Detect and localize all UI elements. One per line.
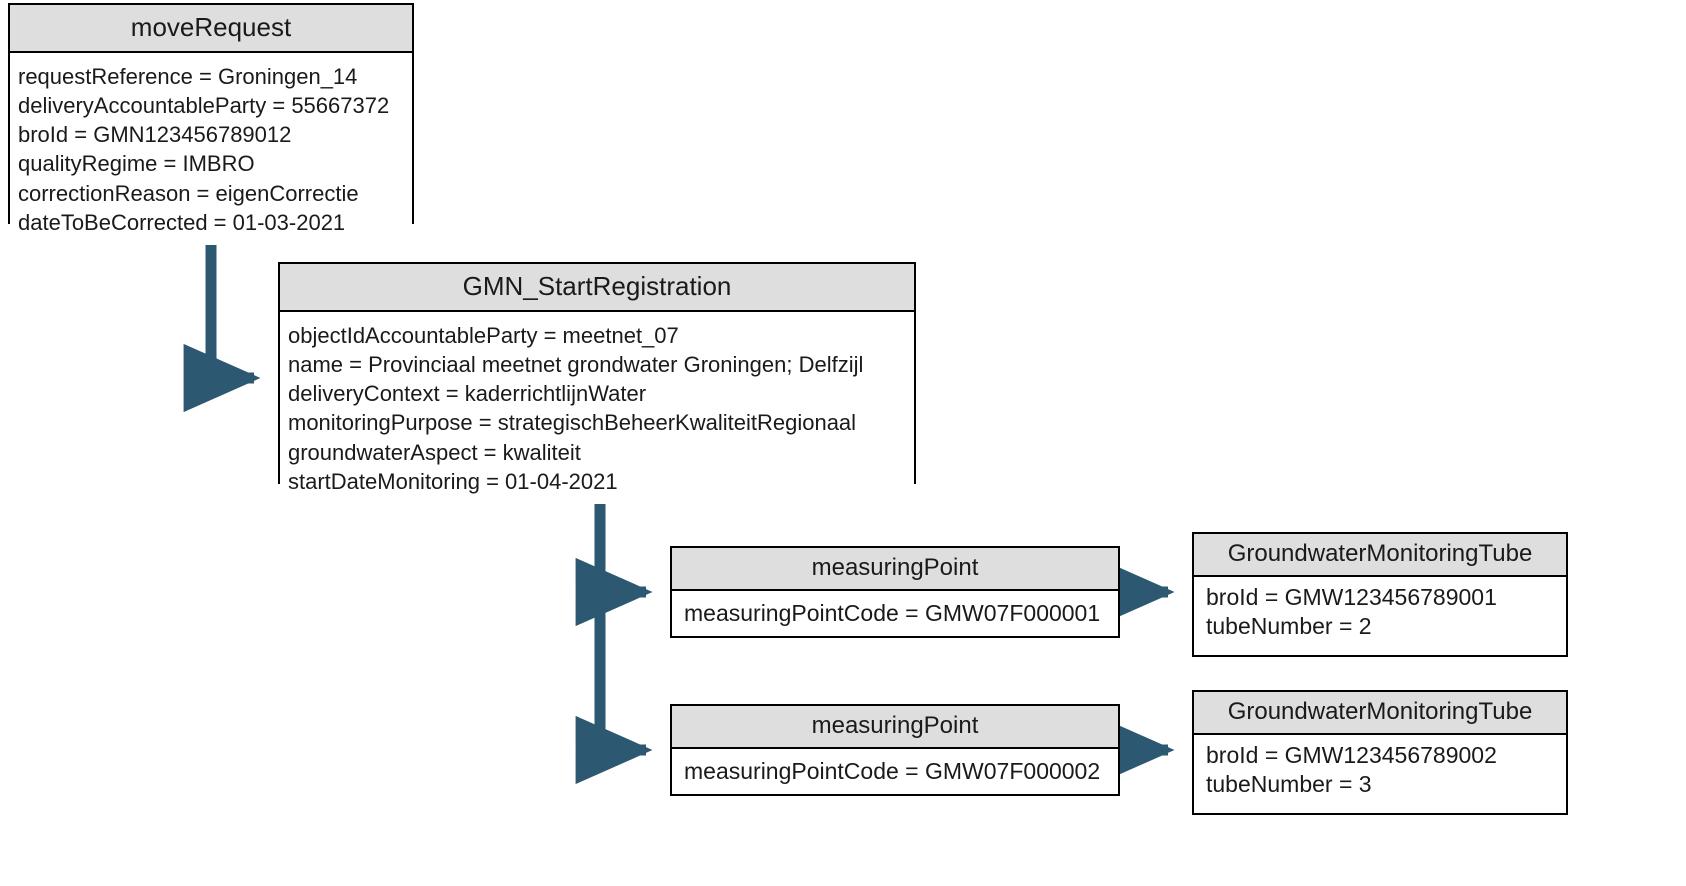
object-box-attributes-groundwater-monitoring-tube-1: broId = GMW123456789001 tubeNumber = 2 <box>1194 577 1566 641</box>
connector-move-request-to-gmn-start <box>183 224 261 413</box>
attribute-row: startDateMonitoring = 01-04-2021 <box>288 468 618 494</box>
attribute-row: qualityRegime = IMBRO <box>18 151 255 177</box>
attribute-row: requestReference = Groningen_14 <box>18 64 358 89</box>
object-box-title-measuring-point-2: measuringPoint <box>672 706 1118 749</box>
object-box-attributes-groundwater-monitoring-tube-2: broId = GMW123456789002 tubeNumber = 3 <box>1194 735 1566 799</box>
object-box-gmn-start-registration[interactable]: GMN_StartRegistration objectIdAccountabl… <box>278 262 916 504</box>
attribute-row: measuringPointCode = GMW07F000001 <box>684 600 1101 626</box>
attribute-row: groundwaterAspect = kwaliteit <box>288 439 581 465</box>
attribute-row: deliveryAccountableParty = 55667372 <box>18 93 390 119</box>
object-box-measuring-point-2[interactable]: measuringPoint measuringPointCode = GMW0… <box>670 704 1120 796</box>
attribute-row: monitoringPurpose = strategischBeheerKwa… <box>288 410 857 436</box>
object-box-attributes-measuring-point-2: measuringPointCode = GMW07F000002 <box>672 749 1118 786</box>
attribute-row: objectIdAccountableParty = meetnet_07 <box>288 323 679 348</box>
attribute-row: broId = GMN123456789012 <box>18 122 292 148</box>
object-box-title-measuring-point-1: measuringPoint <box>672 548 1118 591</box>
attribute-row: broId = GMW123456789001 <box>1206 584 1497 610</box>
object-box-attributes-move-request: requestReference = Groningen_14 delivery… <box>10 53 412 245</box>
object-box-title-gmn-start-registration: GMN_StartRegistration <box>280 264 914 312</box>
attribute-row: tubeNumber = 3 <box>1206 770 1372 797</box>
attribute-row: measuringPointCode = GMW07F000002 <box>684 758 1101 784</box>
object-box-groundwater-monitoring-tube-2[interactable]: GroundwaterMonitoringTube broId = GMW123… <box>1192 690 1568 815</box>
object-box-move-request[interactable]: moveRequest requestReference = Groningen… <box>8 3 414 245</box>
object-box-measuring-point-1[interactable]: measuringPoint measuringPointCode = GMW0… <box>670 546 1120 638</box>
connector-gmn-start-to-measuring-point-2 <box>575 484 653 785</box>
object-box-title-move-request: moveRequest <box>10 5 412 53</box>
object-box-groundwater-monitoring-tube-1[interactable]: GroundwaterMonitoringTube broId = GMW123… <box>1192 532 1568 657</box>
attribute-row: deliveryContext = kaderrichtlijnWater <box>288 381 647 407</box>
attribute-row: tubeNumber = 2 <box>1206 612 1372 639</box>
object-box-title-groundwater-monitoring-tube-1: GroundwaterMonitoringTube <box>1194 534 1566 577</box>
attribute-row: broId = GMW123456789002 <box>1206 742 1497 768</box>
object-box-attributes-gmn-start-registration: objectIdAccountableParty = meetnet_07 na… <box>280 312 914 504</box>
attribute-row: dateToBeCorrected = 01-03-2021 <box>18 209 346 235</box>
object-box-title-groundwater-monitoring-tube-2: GroundwaterMonitoringTube <box>1194 692 1566 735</box>
attribute-row: name = Provinciaal meetnet grondwater Gr… <box>288 352 864 378</box>
attribute-row: correctionReason = eigenCorrectie <box>18 180 359 206</box>
object-box-attributes-measuring-point-1: measuringPointCode = GMW07F000001 <box>672 591 1118 628</box>
